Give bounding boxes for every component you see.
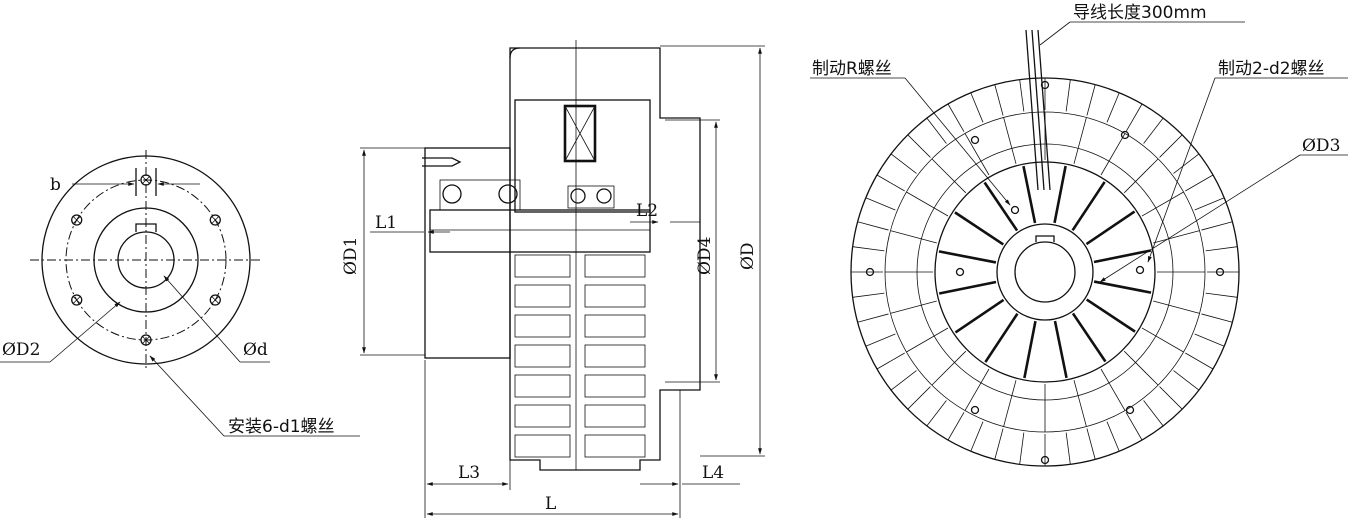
fin — [514, 284, 571, 308]
L-label: L — [545, 494, 556, 514]
mount-hole — [71, 214, 83, 226]
fin — [514, 254, 571, 278]
L1-label: L1 — [375, 213, 397, 233]
fin — [514, 434, 571, 458]
mounting-holes — [71, 174, 221, 346]
fin — [514, 344, 571, 368]
fan-face-view: 导线长度300mm 制动R螺丝 制动2-d2螺丝 ØD3 — [810, 3, 1348, 467]
b-label: b — [50, 175, 61, 195]
brake-2-d2-screw-label: 制动2-d2螺丝 — [1218, 59, 1325, 79]
mount-screw-label: 安装6-d1螺丝 — [228, 417, 335, 437]
fin — [584, 254, 646, 278]
phi-D2-label: ØD2 — [2, 340, 40, 360]
side-section-view: ØD1 L1 L2 ØD4 ØD L3 L4 L — [341, 40, 765, 518]
fin — [584, 434, 646, 458]
mount-hole — [209, 214, 221, 226]
mount-hole — [209, 294, 221, 306]
L3-label: L3 — [458, 463, 480, 483]
fin — [584, 314, 646, 338]
fin — [584, 284, 646, 308]
fin-rows — [514, 254, 646, 458]
mount-hole — [140, 174, 152, 186]
flange-end-view: b ØD2 Ød 安装6-d1螺丝 — [0, 150, 360, 437]
L4-label: L4 — [702, 463, 724, 483]
lead-wires — [1025, 29, 1051, 191]
fin — [584, 404, 646, 428]
phi-d-label: Ød — [243, 340, 268, 360]
L2-label: L2 — [636, 201, 658, 221]
phi-D1-label: ØD1 — [341, 237, 361, 275]
fin — [514, 374, 571, 398]
fin — [514, 404, 571, 428]
mount-hole — [140, 334, 152, 346]
phi-D-label: ØD — [738, 242, 758, 270]
fin — [584, 374, 646, 398]
lead-length-label: 导线长度300mm — [1073, 3, 1207, 23]
fin — [514, 314, 571, 338]
fin — [584, 344, 646, 368]
brake-R-screw-label: 制动R螺丝 — [812, 59, 892, 79]
phi-D3-label: ØD3 — [1302, 136, 1340, 156]
mount-hole — [71, 294, 83, 306]
phi-D4-label: ØD4 — [695, 237, 715, 275]
fan-spokes — [851, 78, 1239, 466]
